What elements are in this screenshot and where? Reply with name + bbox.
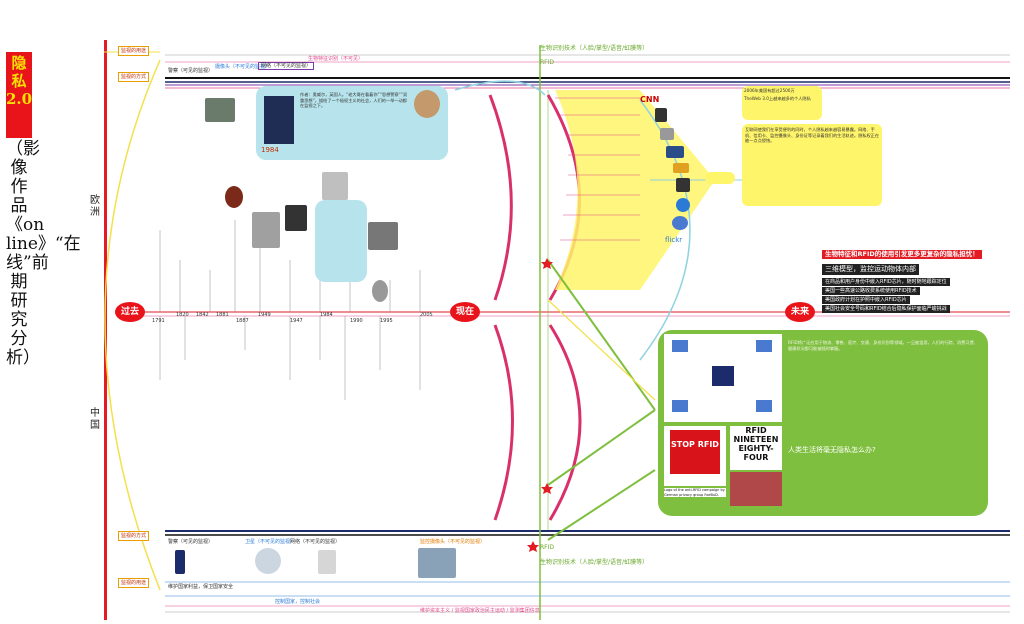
year-3: 1842 — [196, 312, 209, 318]
rfid-network-diagram — [664, 334, 782, 422]
year-4: 1881 — [216, 312, 229, 318]
era-past: 过去 — [115, 302, 145, 322]
year-9: 1990 — [350, 318, 363, 324]
year-10: 1995 — [380, 318, 393, 324]
camera-photo — [285, 205, 307, 231]
dark-caption-5: 美国社会安全号码和RFID结合后隐私保护面临严峻挑战 — [822, 305, 950, 313]
typewriter-photo — [205, 98, 235, 122]
stop-rfid-panel: STOP RFID — [664, 426, 726, 486]
police-figure-icon — [175, 550, 185, 574]
top-rfid-label: RFID — [540, 59, 555, 66]
year-2: 1820 — [176, 312, 189, 318]
green-box-question: 人类生活将毫无隐私怎么办? — [788, 446, 876, 454]
bottom-purpose-tag: 监视的用途 — [118, 578, 150, 588]
bottom-small-4: 监控摄像头（不可见的监视） — [420, 539, 486, 545]
globe-icon — [676, 198, 690, 212]
year-5: 1887 — [236, 318, 249, 324]
year-1: 1791 — [152, 318, 165, 324]
network-device-icon — [318, 550, 336, 574]
building-photo — [252, 212, 280, 248]
node-icon — [672, 340, 688, 352]
cctv-photo — [368, 222, 398, 250]
top-small-1: 警察（可见的监视） — [168, 68, 214, 74]
orwell-callout: 1984 作者：奥威尔，英国人。“老大哥在看着你”“思想警察”“双重思想”。描绘… — [256, 86, 448, 160]
top-small-2: 摄像头（不可见的监视） — [215, 64, 271, 70]
green-box-body: RFID将广泛应用于物流、零售、医疗、交通、身份识别等领域。一旦被滥用，人们的行… — [788, 340, 978, 351]
ie-icon — [672, 216, 688, 230]
engraving-photo — [322, 172, 348, 200]
year-6: 1949 — [258, 312, 271, 318]
top-purpose-tag: 监视的用途 — [118, 46, 150, 56]
bottom-small-2: 卫星（不可见的监视） — [245, 539, 296, 545]
dark-caption-1: 三维模型，监控运动物体内部 — [822, 264, 919, 275]
satellite-dish-icon — [255, 548, 281, 574]
fingerprint-icon — [372, 280, 388, 302]
era-now: 现在 — [450, 302, 480, 322]
bottom-small-3: 网络（不可见的监视） — [290, 539, 341, 545]
node-icon — [672, 400, 688, 412]
vase-photo — [225, 186, 243, 208]
node-icon — [756, 400, 772, 412]
year-7: 1947 — [290, 318, 303, 324]
protest-photo — [730, 472, 782, 506]
top-small-3: 网络（不可见的监视） — [258, 62, 315, 70]
flickr-logo: flickr — [665, 236, 683, 244]
left-blue-note — [315, 200, 367, 282]
rfid-headline: 生物特征和RFID的使用引发更多更复杂的隐私担忧！ — [822, 250, 982, 259]
region-china: 中国 — [90, 408, 100, 431]
stop-rfid-sign: STOP RFID — [670, 430, 720, 474]
internet-privacy-body: 互联网使我们在享受便利的同时，个人隐私越来越容易暴露。网络、手机、信用卡、监控摄… — [745, 127, 880, 144]
stats-note: 2006年美国有超过2500万 TheWeb 3.0上越来越多的个人隐私 — [742, 86, 822, 120]
node-icon — [756, 340, 772, 352]
bottom-method-tag: 监视的方式 — [118, 531, 150, 541]
book-year: 1984 — [261, 146, 279, 154]
top-tech-label: 生物识别技术（人脸/掌型/语音/虹膜等） — [540, 45, 649, 52]
card-icon — [666, 146, 684, 158]
server-icon — [712, 366, 734, 386]
year-8: 1984 — [320, 312, 333, 318]
cone-tip-label — [705, 172, 735, 184]
stop-rfid-caption: Logo of the anti-RFID campaign by German… — [664, 488, 726, 497]
book-cover-1984 — [264, 96, 294, 144]
fax-icon — [660, 128, 674, 140]
mail-icon — [673, 163, 689, 173]
rfid-green-box: STOP RFID Logo of the anti-RFID campaign… — [658, 330, 988, 516]
title-top: 隐私2.0 — [6, 52, 32, 138]
surveillance-camera-photo — [418, 548, 456, 578]
region-europe: 欧洲 — [90, 195, 100, 218]
internet-privacy-note: 互联网使我们在享受便利的同时，个人隐私越来越容易暴露。网络、手机、信用卡、监控摄… — [742, 124, 882, 206]
bottom-small-1: 警察（可见的监视） — [168, 539, 214, 545]
cnn-logo: CNN — [640, 95, 660, 104]
barcode-icon — [676, 178, 690, 192]
bottom-rfid-label: RFID — [540, 544, 555, 551]
orwell-callout-text: 作者：奥威尔，英国人。“老大哥在看着你”“思想警察”“双重思想”。描绘了一个极权… — [300, 92, 408, 109]
top-method-tag: 监视的方式 — [118, 72, 150, 82]
stats-line-1: 2006年美国有超过2500万 — [744, 88, 795, 93]
stats-line-2: TheWeb 3.0上越来越多的个人隐私 — [744, 95, 811, 101]
bottom-tech-label: 生物识别技术（人脸/掌型/语音/虹膜等） — [540, 559, 649, 566]
bottom-caption-left: 维护国家利益，保卫国家安全 — [168, 584, 234, 590]
dark-caption-3: 美国一些高速公路收费系统使用RFID技术 — [822, 287, 920, 295]
dark-caption-2: 在商品和用户身份中嵌入RFID芯片，随时随地跟踪定位 — [822, 278, 950, 286]
year-11: 2005 — [420, 312, 433, 318]
bottom-caption-mid: 控制国家，控制社会 — [275, 599, 321, 605]
orwell-portrait-icon — [414, 90, 440, 118]
bottom-caption-right: 维护资本主义 / 监视国家政治民主运动 / 监测集团信息 — [420, 608, 540, 614]
era-future: 未来 — [785, 302, 815, 322]
dark-caption-4: 美国政府计划在护照中嵌入RFID芯片 — [822, 296, 910, 304]
top-small-4: 生物特征识别（不可见） — [308, 56, 364, 62]
phone-icon — [655, 108, 667, 122]
rfid-1984-cover: RFID NINETEEN EIGHTY-FOUR — [730, 426, 782, 470]
